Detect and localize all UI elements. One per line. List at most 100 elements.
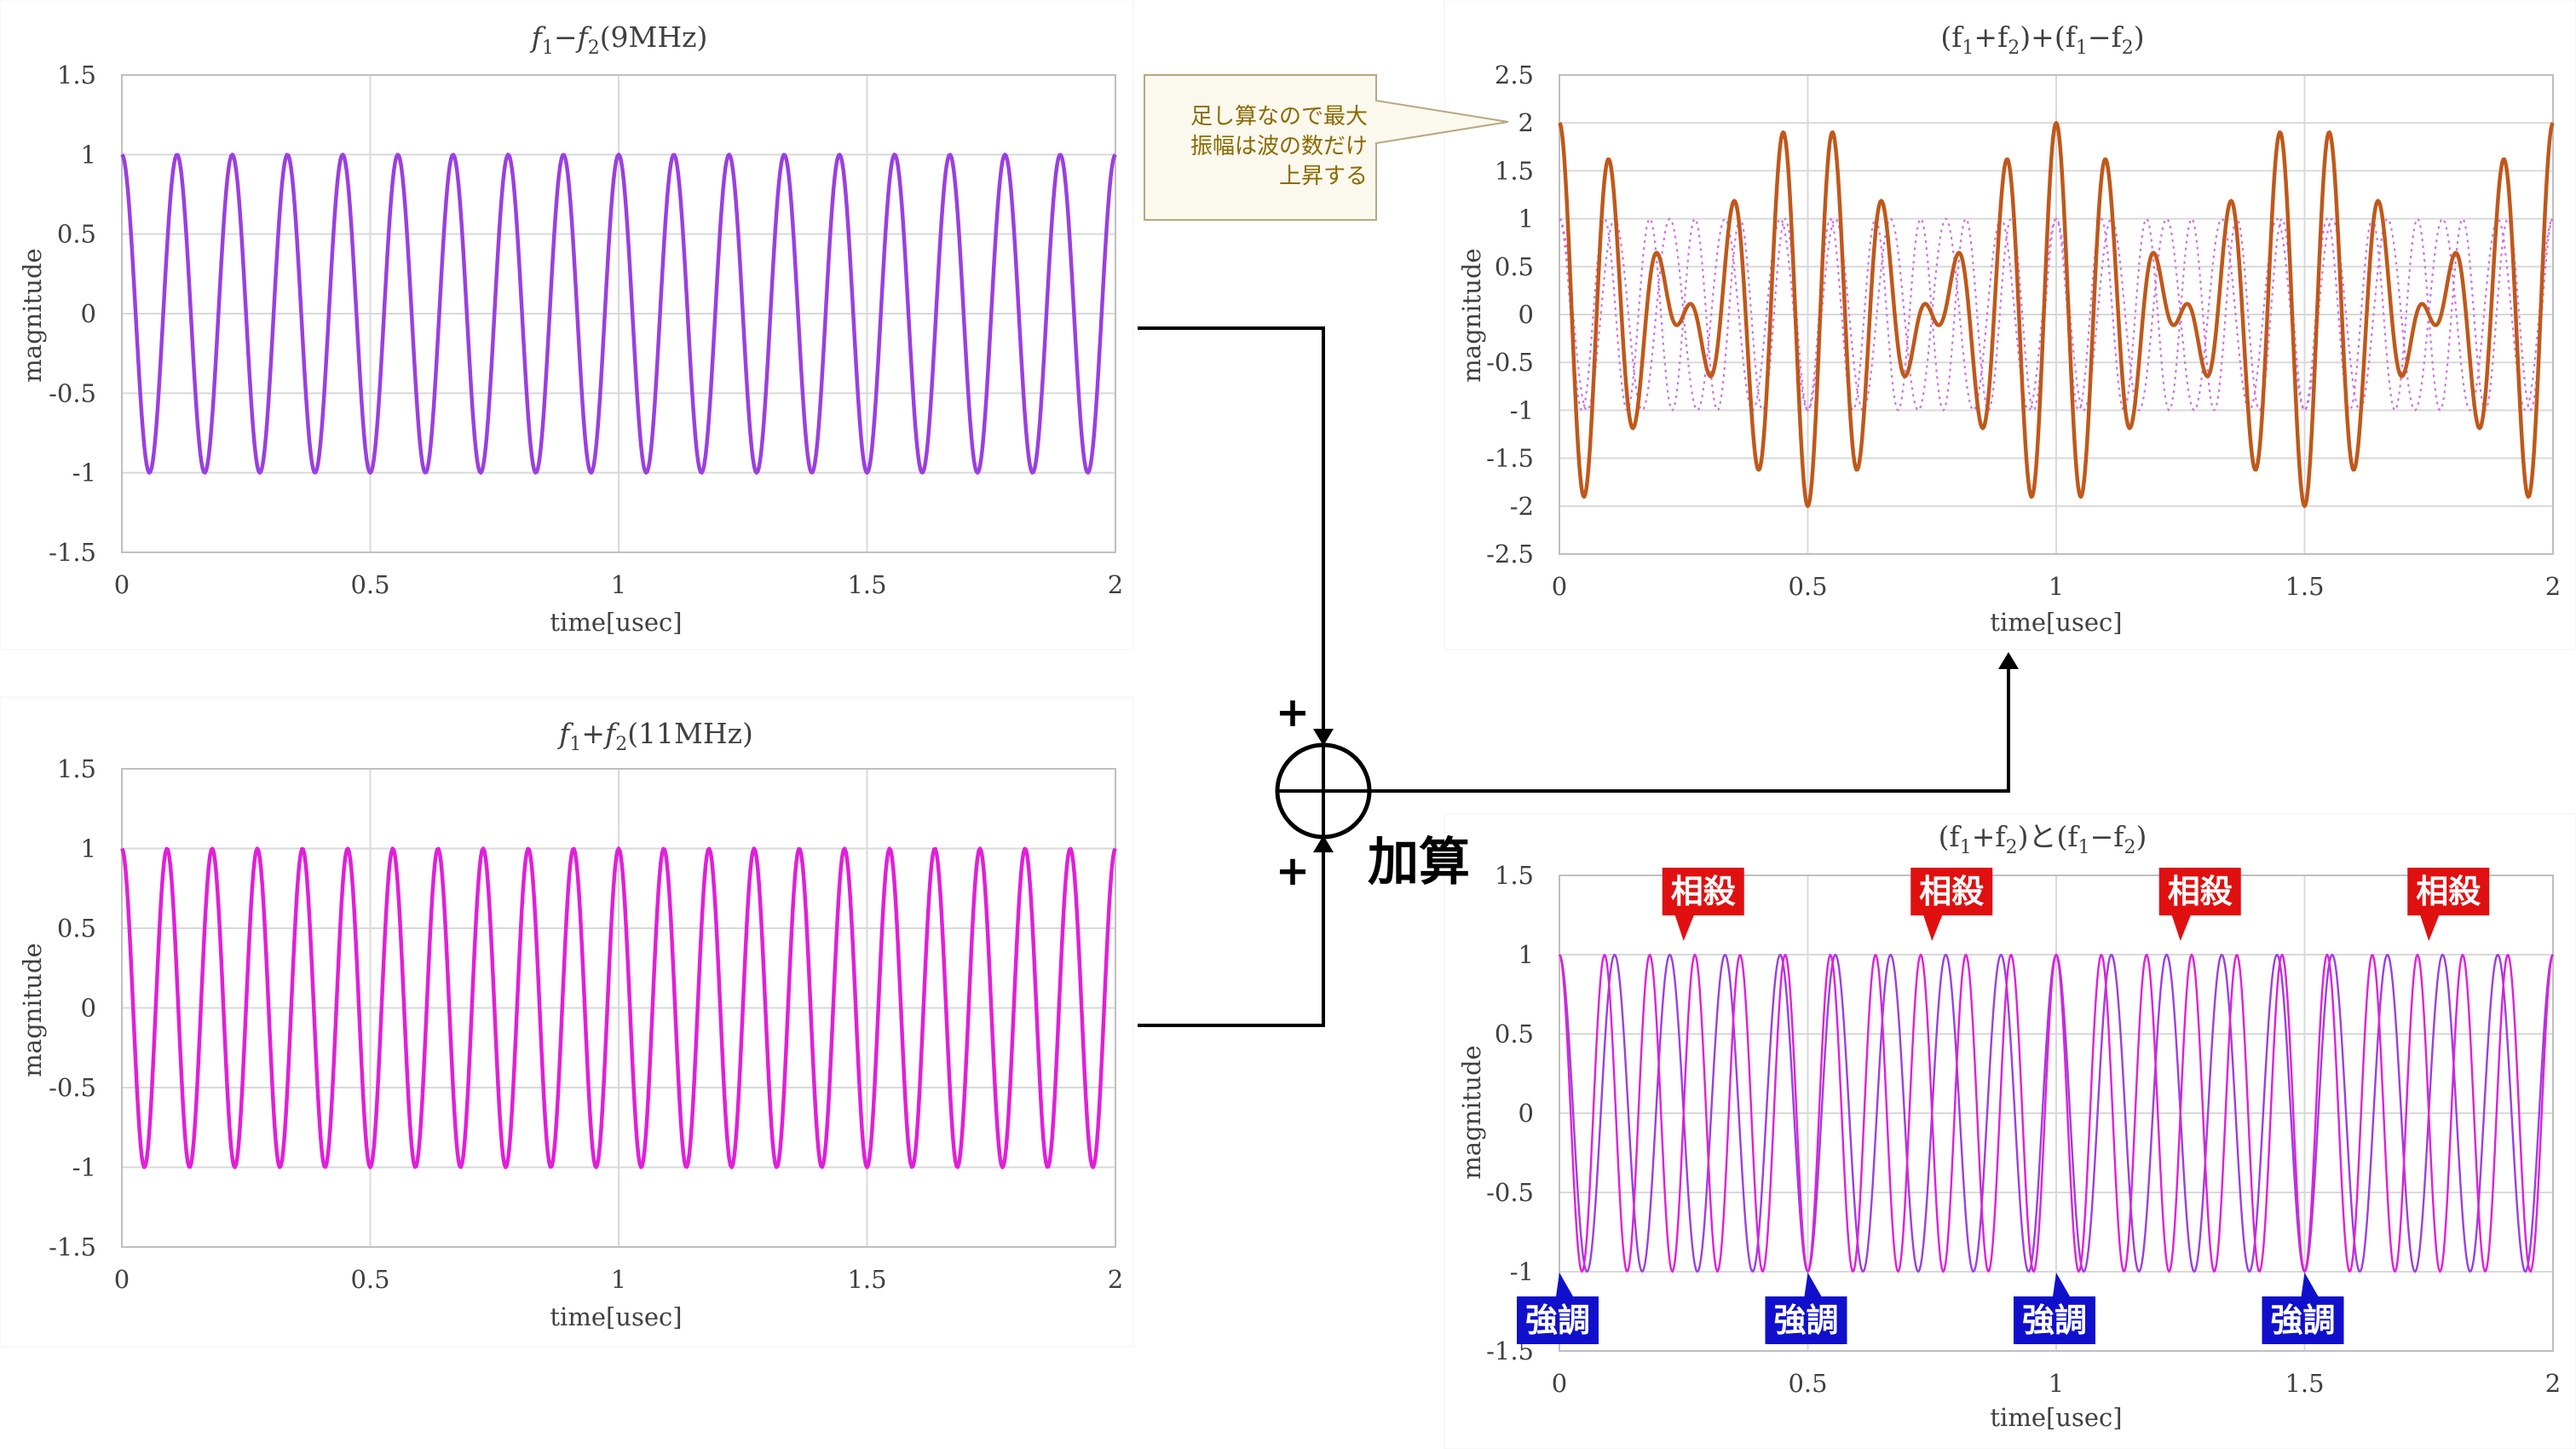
x-tick-label: 0.5	[1788, 572, 1827, 601]
cancel-marker-label: 相殺	[2168, 873, 2233, 910]
callout-line-2: 振幅は波の数だけ	[1190, 134, 1368, 159]
y-tick-label: 0	[81, 994, 96, 1023]
y-tick-label: 1.5	[1495, 156, 1534, 185]
connector-adder-to-result	[1369, 665, 2010, 793]
reinforce-marker-label: 強調	[2022, 1302, 2087, 1339]
x-tick-label: 1	[611, 570, 626, 599]
cancel-marker-pointer	[2171, 915, 2191, 941]
cancel-marker-pointer	[1674, 915, 1694, 941]
arrowhead-up	[1313, 835, 1334, 852]
cancel-marker-box	[1662, 868, 1744, 915]
plot-area	[121, 74, 1116, 553]
x-axis-label: time[usec]	[550, 608, 682, 637]
reinforce-marker-box	[2262, 1296, 2344, 1344]
callout-box	[1144, 74, 1509, 221]
plot-area	[1559, 74, 2554, 555]
chart-title: (f1+f2)と(f1−f2)	[1939, 820, 2147, 858]
reinforce-marker: 強調	[2014, 1273, 2095, 1344]
x-tick-label: 2	[2545, 572, 2561, 601]
chart-added-waves: (f1+f2)+(f1−f2) 2.521.510.50-0.5-1-1.5-2…	[1444, 0, 2576, 650]
y-tick-label: -1	[1510, 1257, 1534, 1286]
y-tick-label: -1	[1510, 395, 1534, 424]
y-tick-label: 1	[1519, 940, 1534, 969]
y-tick-label: 0	[1519, 1099, 1534, 1128]
x-axis-label: time[usec]	[1990, 1403, 2122, 1432]
y-tick-label: 0	[81, 299, 96, 328]
plot-area	[1559, 875, 2554, 1352]
x-tick-label: 1.5	[847, 1265, 886, 1294]
wave-series	[1558, 953, 2555, 1273]
y-tick-label: -1.5	[49, 538, 96, 567]
y-axis-label: magnitude	[18, 248, 47, 382]
cancel-marker: 相殺	[1662, 868, 1744, 941]
cancel-marker-label: 相殺	[1671, 873, 1736, 910]
reinforce-marker: 強調	[1765, 1273, 1847, 1344]
y-axis-label: magnitude	[18, 943, 47, 1077]
x-axis-label: time[usec]	[550, 1302, 682, 1331]
x-tick-label: 2	[1108, 570, 1123, 599]
callout-line-1: 足し算なので最大	[1190, 104, 1368, 130]
plot-area	[121, 768, 1116, 1248]
x-tick-labels: 0 0.5 1 1.5 2	[1552, 1369, 2561, 1398]
x-tick-label: 2	[2545, 1369, 2561, 1398]
x-tick-label: 0	[114, 1265, 130, 1294]
cancel-marker-pointer	[1923, 915, 1943, 941]
series-line	[1558, 953, 2555, 1273]
reinforce-marker-pointer	[2053, 1273, 2070, 1296]
reinforce-marker-pointer	[1556, 1273, 1573, 1296]
x-tick-label: 1	[2049, 572, 2064, 601]
cancel-marker-box	[2158, 868, 2241, 915]
max-amplitude-callout: 足し算なので最大 振幅は波の数だけ 上昇する	[1144, 74, 1509, 221]
y-tick-label: 2.5	[1495, 61, 1534, 89]
y-tick-label: -0.5	[1486, 1178, 1534, 1207]
y-tick-label: 1	[81, 140, 96, 169]
reinforce-marker: 強調	[2262, 1273, 2344, 1344]
y-tick-label: -2	[1510, 492, 1534, 521]
y-tick-label: 0.5	[57, 914, 96, 943]
y-tick-label: -1	[72, 1153, 96, 1182]
y-tick-label: -2.5	[1486, 540, 1534, 569]
y-tick-labels: 1.5 1 0.5 0 -0.5 -1 -1.5	[49, 61, 96, 567]
x-tick-label: 0	[1552, 1369, 1567, 1398]
y-tick-label: -1.5	[49, 1233, 96, 1261]
series-line	[1558, 120, 2555, 509]
y-tick-label: 0.5	[57, 220, 96, 249]
x-tick-label: 1	[2049, 1369, 2064, 1398]
y-tick-label: 1	[81, 834, 96, 863]
y-tick-label: -0.5	[49, 378, 96, 407]
reinforce-marker-label: 強調	[1525, 1302, 1590, 1339]
cancel-marker-pointer	[2420, 915, 2440, 941]
y-axis-label: magnitude	[1457, 1045, 1486, 1179]
x-tick-label: 0.5	[1788, 1369, 1827, 1398]
y-axis-label: magnitude	[1457, 248, 1486, 382]
wave-series	[1558, 120, 2555, 509]
y-tick-label: -1.5	[1486, 444, 1534, 473]
reinforce-marker-label: 強調	[1773, 1302, 1838, 1339]
series-line	[1559, 217, 2554, 412]
x-tick-label: 0.5	[350, 570, 389, 599]
y-tick-label: -1	[72, 459, 96, 488]
y-tick-labels: 1.510.50-0.5-1-1.5	[1486, 861, 1534, 1365]
overlay-markers: 相殺相殺相殺相殺強調強調強調強調	[1517, 868, 2490, 1344]
x-axis-label: time[usec]	[1990, 608, 2122, 637]
y-tick-label: 1	[1519, 205, 1534, 234]
callout-line-3: 上昇する	[1279, 164, 1368, 189]
reinforce-marker-box	[2014, 1296, 2095, 1344]
plus-sign-top: +	[1276, 689, 1310, 736]
cancel-marker-label: 相殺	[2416, 873, 2481, 910]
signal-flow: + + 加算	[1138, 326, 2019, 1027]
x-tick-label: 0.5	[350, 1265, 389, 1294]
series-line	[120, 153, 1117, 475]
y-tick-label: -0.5	[1486, 348, 1534, 377]
y-tick-label: 0.5	[1495, 252, 1534, 281]
x-tick-label: 1	[611, 1265, 626, 1294]
wave-series	[120, 153, 1117, 475]
x-tick-label: 1.5	[2285, 1369, 2324, 1398]
connector-sum-to-adder	[1138, 848, 1325, 1027]
y-tick-label: 1.5	[57, 61, 96, 89]
x-tick-label: 0	[114, 570, 130, 599]
